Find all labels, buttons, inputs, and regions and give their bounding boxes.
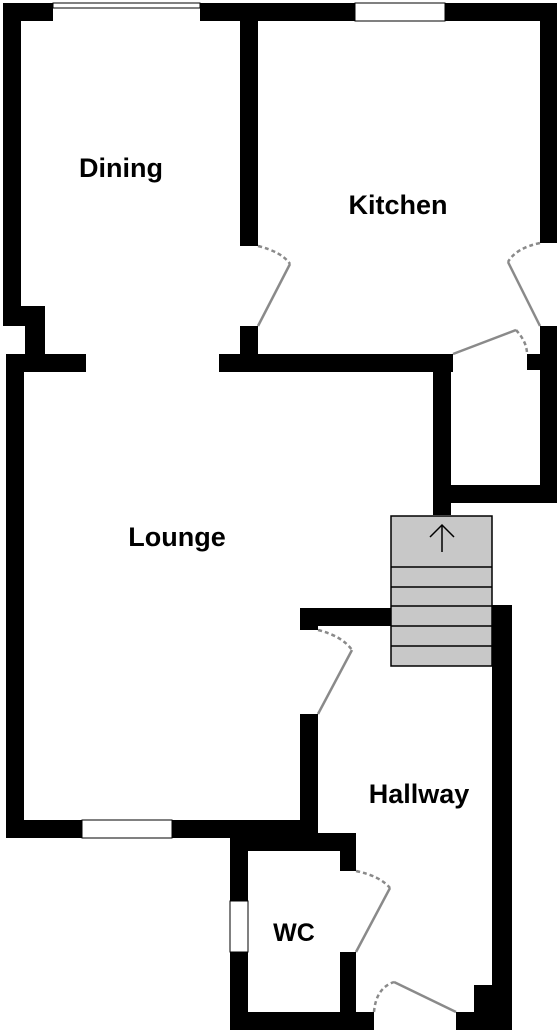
- window-wc: [229, 900, 249, 953]
- stairs: [390, 515, 493, 667]
- door-kitchen-right: [506, 261, 542, 327]
- wall-hall-stub-down: [300, 608, 318, 630]
- wall-dining-left: [3, 3, 21, 309]
- wall-top-right: [445, 3, 557, 21]
- wall-dining-kitchen: [240, 3, 258, 246]
- room-label-hallway: Hallway: [369, 779, 470, 809]
- wall-hall-stub: [300, 608, 392, 626]
- wall-lounge-top-left: [6, 354, 86, 372]
- wall-wc-right: [340, 952, 356, 1030]
- doors: [256, 241, 542, 1014]
- wall-wc-top-step: [340, 833, 356, 871]
- door-dining-kitchen-swing: [257, 244, 292, 265]
- door-front-swing: [372, 980, 395, 1013]
- door-front: [393, 980, 457, 1014]
- room-label-wc: WC: [273, 919, 315, 947]
- window-dining: [52, 2, 201, 9]
- door-cupboard-swing: [515, 329, 529, 355]
- door-cupboard: [452, 328, 517, 356]
- wall-kitchen-right-lower: [540, 326, 557, 503]
- wall-cupboard-bottom: [433, 485, 557, 503]
- window-lounge: [81, 819, 173, 839]
- door-kitchen-right-swing: [506, 241, 541, 263]
- arrow-up-icon: [429, 523, 455, 552]
- door-lounge-hall-swing: [317, 628, 354, 651]
- wall-wc-left-top: [230, 833, 248, 901]
- window-kitchen: [354, 2, 446, 22]
- wall-wc-top: [230, 833, 356, 851]
- wall-wc-bottom: [230, 1012, 374, 1030]
- room-label-dining: Dining: [79, 153, 163, 183]
- wall-lounge-bottom-left: [6, 820, 82, 838]
- wall-kitchen-right: [540, 3, 557, 243]
- room-label-kitchen: Kitchen: [348, 190, 447, 220]
- wall-cupboard-right-top: [527, 354, 557, 370]
- door-wc-swing: [355, 869, 391, 889]
- wall-lounge-left: [6, 354, 24, 838]
- wall-cupboard-left: [433, 354, 451, 515]
- windows: [52, 2, 446, 953]
- wall-lounge-top-right: [219, 354, 453, 372]
- room-label-lounge: Lounge: [128, 522, 225, 552]
- wall-lounge-hall-lower: [300, 714, 318, 838]
- door-wc: [354, 887, 392, 953]
- wall-hall-bottom-right: [456, 1012, 512, 1030]
- door-dining-kitchen: [256, 263, 292, 327]
- door-lounge-hall: [316, 649, 354, 715]
- walls: [3, 3, 557, 1030]
- wall-top-middle: [200, 3, 355, 21]
- wall-hall-right: [492, 605, 512, 1030]
- wall-wc-left-bottom: [230, 952, 248, 1030]
